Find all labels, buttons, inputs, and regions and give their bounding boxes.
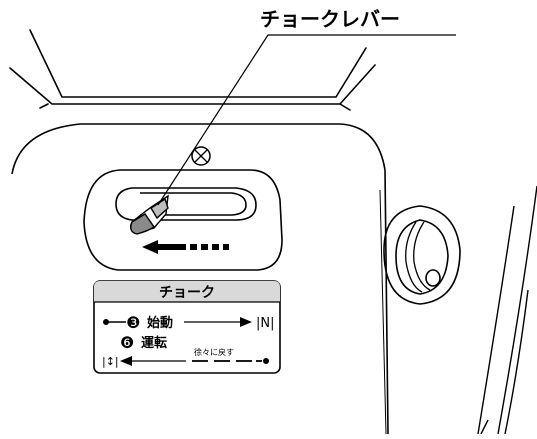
step2-number: ❻ — [120, 333, 134, 352]
arrow-right-icon — [240, 317, 252, 327]
fuel-cap-icon — [383, 205, 461, 305]
step1-text: 始動 — [147, 315, 173, 331]
hint-text: 徐々に戻す — [194, 347, 234, 357]
screw-icon — [191, 146, 211, 166]
arrow-left-small-icon — [120, 356, 132, 366]
engine-body-right — [477, 185, 537, 435]
placard-title: チョーク — [159, 285, 215, 301]
arrow-left-icon — [142, 240, 229, 254]
callout-label: チョークレバー — [260, 7, 400, 31]
choke-lever-recess — [83, 169, 283, 271]
step1-number: ❸ — [126, 313, 140, 332]
closed-symbol: |N| — [256, 316, 274, 331]
choke-placard: チョーク ❸ 始動 |N| ❻ 運転 徐々に戻す |↕| — [93, 280, 281, 374]
callout: チョークレバー — [157, 7, 456, 206]
step2-text: 運転 — [141, 335, 167, 351]
engine-cover-top-outline — [9, 29, 376, 111]
choke-lever-icon — [129, 194, 169, 235]
open-symbol: |↕| — [102, 355, 119, 368]
